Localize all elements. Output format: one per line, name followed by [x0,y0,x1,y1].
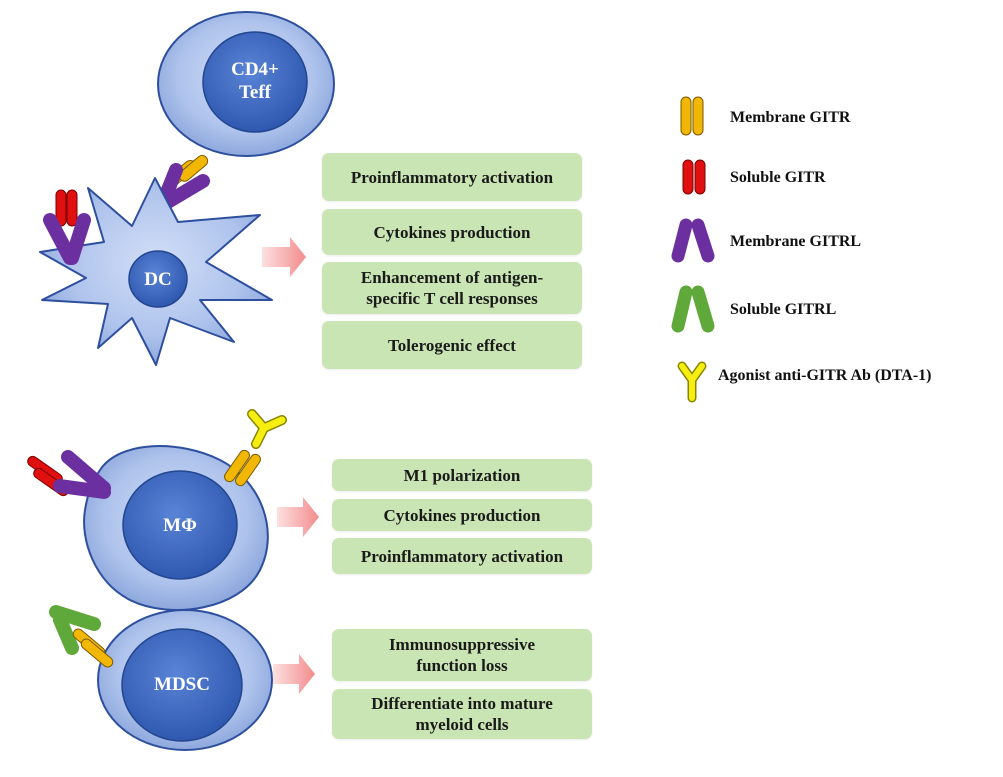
soluble-gitr-icon [682,159,706,195]
legend-label-soluble-gitrl: Soluble GITRL [730,301,837,318]
mdsc-arrow [273,654,315,694]
dc-effect-box: Enhancement of antigen- specific T cell … [322,262,582,314]
membrane-gitr-icon [680,96,704,136]
macrophage-effect-box: Proinflammatory activation [332,538,592,574]
dc-effect-box: Proinflammatory activation [322,153,582,201]
dc-label: DC [144,269,172,290]
mdsc-effect-box: Immunosuppressive function loss [332,629,592,681]
agonist-antibody-icon [677,361,707,403]
teff-label: CD4+ Teff [231,59,279,103]
mdsc-effect-box: Differentiate into mature myeloid cells [332,689,592,739]
membrane-gitrl-icon [671,218,715,263]
teff-cell [157,11,335,157]
dc-arrow [262,237,306,277]
legend-label-membrane-gitrl: Membrane GITRL [730,233,862,250]
dc-effect-box: Cytokines production [322,209,582,255]
dc-nucleus [128,250,188,308]
soluble-gitrl-icon [671,285,715,333]
macrophage-arrow [277,497,319,537]
teff-nucleus [202,31,308,133]
macrophage-label: MΦ [163,515,197,536]
macrophage-gitr-antibody [224,409,287,487]
mdsc-nucleus [121,628,243,742]
legend-label-soluble-gitr: Soluble GITR [730,169,826,186]
macrophage-nucleus [122,470,238,580]
macrophage-gitr-gitrl [27,450,111,499]
mdsc-label: MDSC [154,674,210,695]
dc-soluble-gitr [55,189,78,227]
macrophage-cell [83,445,269,611]
macrophage-effect-box: M1 polarization [332,459,592,491]
mdsc-cell [97,609,273,751]
dc-cell [39,177,273,366]
legend-label-agonist-antibody: Agonist anti-GITR Ab (DTA-1) [718,367,932,384]
legend-label-membrane-gitr: Membrane GITR [730,109,851,126]
macrophage-effect-box: Cytokines production [332,499,592,531]
dc-effect-box: Tolerogenic effect [322,321,582,369]
dc-membrane-gitrl-left [43,213,91,265]
mdsc-gitrl-gitr [49,605,114,668]
